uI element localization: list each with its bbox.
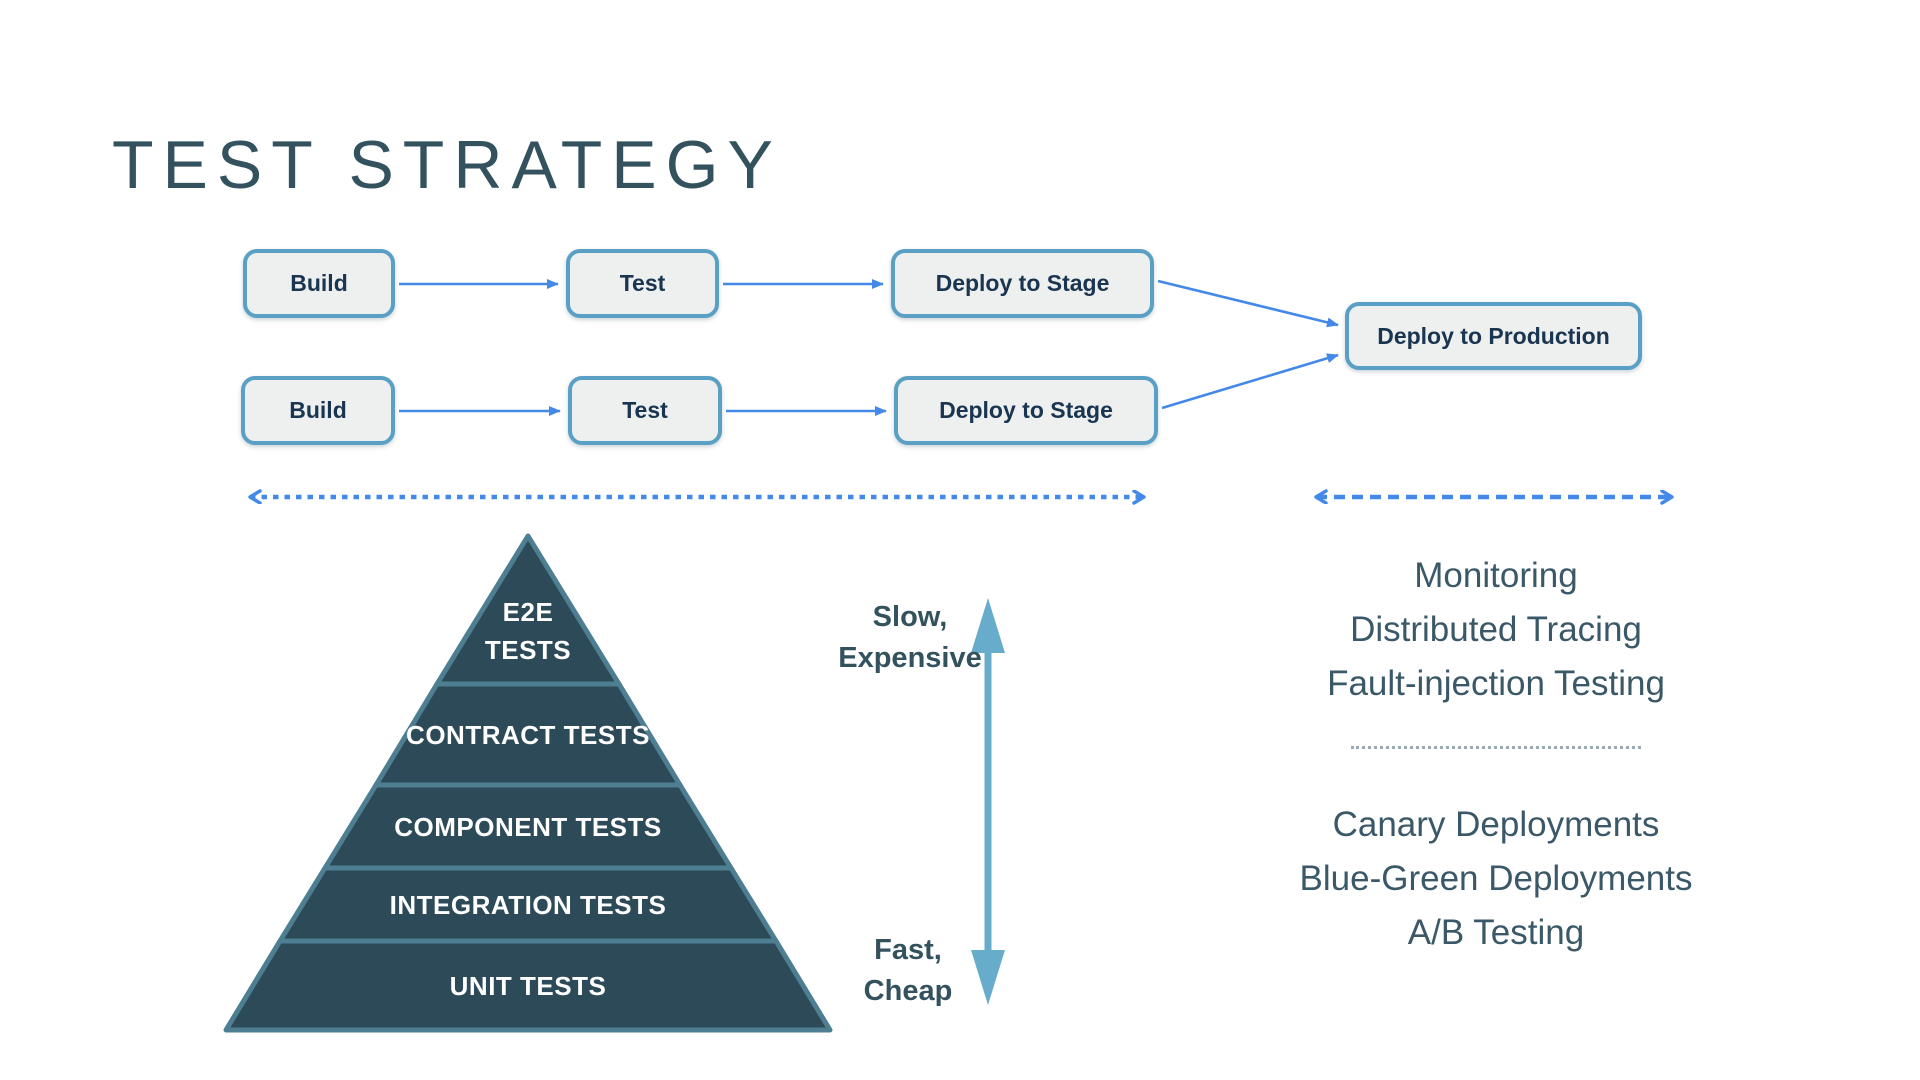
flow-arrows-group [399,279,1339,416]
deployment-strategy-item: Blue-Green Deployments [1299,859,1693,898]
pipeline-box-build-row2: Build [241,376,395,445]
pipeline-box-label: Deploy to Stage [939,397,1113,423]
flow-arrow-stage2-production [1161,353,1339,410]
pyramid-label-integration: INTEGRATION TESTS [389,890,667,920]
pipeline-box-deploy-stage-row1: Deploy to Stage [891,249,1154,318]
pipeline-box-deploy-stage-row2: Deploy to Stage [894,376,1158,445]
page-title: TEST STRATEGY [112,126,782,203]
observability-item: Distributed Tracing [1350,610,1642,649]
pipeline-box-test-row1: Test [566,249,719,318]
pipeline-box-label: Test [622,397,668,423]
flow-arrow-stage1-production [1157,279,1339,328]
pipeline-box-label: Build [290,270,348,296]
pyramid-label-contract: CONTRACT TESTS [406,720,650,750]
pipeline-box-build-row1: Build [243,249,395,318]
pyramid-label-e2e: E2E TESTS [484,597,572,665]
pyramid-label-component: COMPONENT TESTS [394,812,662,842]
cost-axis-label-fast-cheap: Fast, Cheap [863,934,953,1007]
pyramid-label-unit: UNIT TESTS [449,971,607,1001]
observability-list: Monitoring Distributed Tracing Fault-inj… [1196,549,1796,711]
pipeline-box-label: Deploy to Production [1377,322,1610,349]
deployment-strategy-item: Canary Deployments [1332,805,1660,844]
pipeline-box-label: Test [619,270,666,296]
pipeline-box-deploy-production: Deploy to Production [1345,302,1642,370]
observability-item: Fault-injection Testing [1327,664,1665,703]
pipeline-box-label: Deploy to Stage [935,270,1110,296]
observability-item: Monitoring [1414,556,1578,595]
deployment-strategies-list: Canary Deployments Blue-Green Deployment… [1196,798,1796,960]
deployment-strategy-item: A/B Testing [1407,913,1585,952]
cost-axis-label-slow-expensive: Slow, Expensive [838,601,982,674]
pipeline-box-test-row2: Test [568,376,722,445]
pipeline-box-label: Build [289,397,347,423]
right-panel-dotted-divider [1351,746,1641,749]
